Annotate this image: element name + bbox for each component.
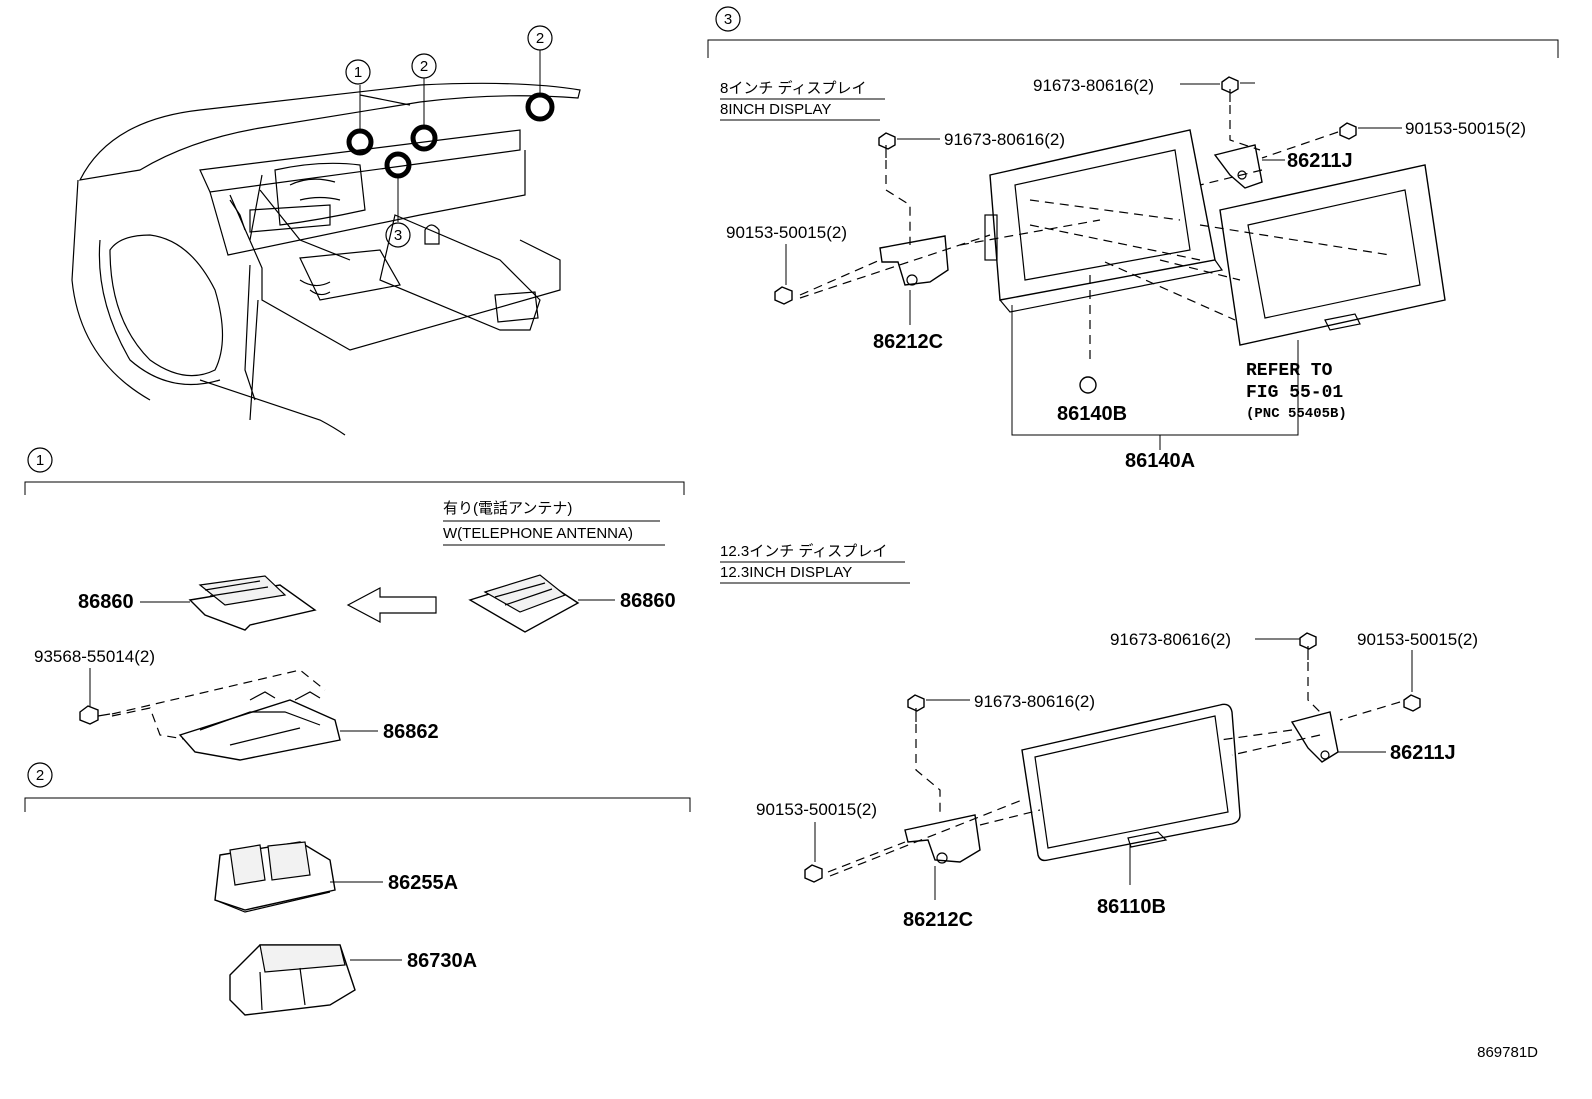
part-91673-12in-left-label: 91673-80616(2) [974,692,1095,711]
dashboard-overview-illustration [71,82,581,436]
part-90153-12in-right-label: 90153-50015(2) [1357,630,1478,649]
section-2-marker: 2 [36,767,44,784]
part-91673-12in-top-label: 91673-80616(2) [1110,630,1231,649]
part-86860-right-label: 86860 [620,590,676,612]
part-86255A-label: 86255A [388,872,458,894]
display8-en-label: 8INCH DISPLAY [720,101,831,118]
callout-circle-2a [410,124,438,152]
overview-callout-2b: 2 [536,30,544,47]
screw-90153-12in-left-icon [804,864,823,883]
callout-circle-2b [525,92,555,122]
refer-pnc-label: (PNC 55405B) [1246,406,1347,422]
bracket-86211J-8inch [1213,144,1263,189]
refer-to-label: REFER TO [1246,361,1333,381]
part-86860-left-label: 86860 [78,591,134,613]
overview-callout-3: 3 [394,227,402,244]
screw-91673-12in-top-icon [1299,632,1317,650]
refer-fig-label: FIG 55-01 [1246,383,1343,403]
part-86140A-label: 86140A [1125,450,1195,472]
part-86730A-label: 86730A [407,950,477,972]
part-86212C-8in-label: 86212C [873,331,943,353]
antenna-unit-86860-right [468,574,580,633]
part-91673-8in-left-label: 91673-80616(2) [944,130,1065,149]
part-93568-label: 93568-55014(2) [34,647,155,666]
part-86140B-label: 86140B [1057,403,1127,425]
display-8inch-86140A [984,129,1224,313]
bezel-refer-fig-55-01 [1219,164,1446,346]
overview-callout-2a: 2 [420,58,428,75]
overview-callout-1: 1 [354,64,362,81]
part-86110B-label: 86110B [1097,896,1166,918]
display-12inch-86110B [1021,703,1241,862]
display8-jp-label: 8インチ ディスプレイ [720,79,866,97]
bracket-86212C-12inch [904,814,981,864]
section-1-marker: 1 [36,452,44,469]
part-86212C-12in-label: 86212C [903,909,973,931]
part-86862-label: 86862 [383,721,439,743]
part-90153-8in-right-label: 90153-50015(2) [1405,119,1526,138]
unit-86730A [229,944,356,1016]
display12-jp-label: 12.3インチ ディスプレイ [720,542,887,560]
screw-91673-12in-left-icon [907,694,925,712]
part-91673-8in-top-label: 91673-80616(2) [1033,76,1154,95]
switch-86255A [214,841,336,913]
display12-en-label: 12.3INCH DISPLAY [720,564,852,581]
screw-93568-icon [79,705,111,725]
part-86211J-8in-label: 86211J [1287,150,1353,172]
option-en-label: W(TELEPHONE ANTENNA) [443,525,633,542]
screw-90153-left-icon [774,286,793,305]
section-3-bracket [707,39,1559,58]
antenna-unit-86860-left [188,575,317,631]
part-90153-8in-left-label: 90153-50015(2) [726,223,847,242]
part-86211J-12in-label: 86211J [1390,742,1456,764]
clip-86140B-icon [1079,376,1097,394]
screw-90153-right-icon [1339,122,1357,140]
bracket-86862 [178,691,341,761]
screw-90153-12in-right-icon [1403,694,1421,712]
screw-91673-top-icon [1221,76,1239,94]
figure-id: 869781D [1477,1044,1538,1061]
section-1-bracket [24,481,685,495]
option-jp-label: 有り(電話アンテナ) [443,500,572,517]
screw-91673-left-icon [878,132,896,150]
section-2-bracket [24,797,691,812]
part-90153-12in-left-label: 90153-50015(2) [756,800,877,819]
left-arrow-icon [346,587,437,623]
section-3-marker: 3 [724,11,732,28]
bracket-86211J-12inch [1290,711,1339,763]
